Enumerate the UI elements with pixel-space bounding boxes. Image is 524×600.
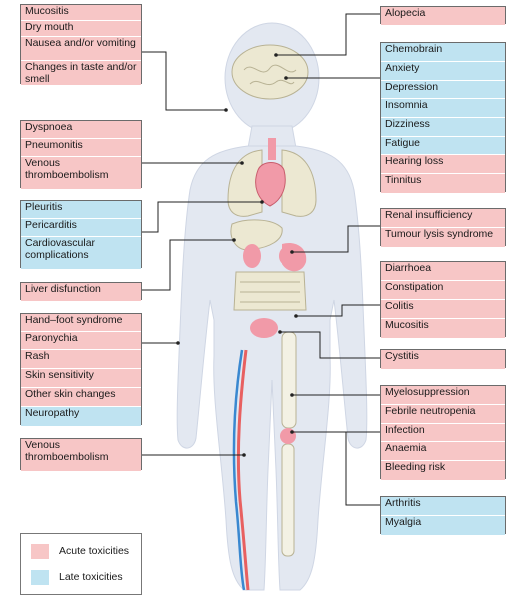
label-arthritis: Arthritis	[381, 497, 505, 516]
label-febrile-neutropenia: Febrile neutropenia	[381, 405, 505, 424]
leg-artery	[236, 349, 250, 591]
label-dry-mouth: Dry mouth	[21, 21, 141, 37]
box-oral-toxicities: Mucositis Dry mouth Nausea and/or vomiti…	[20, 4, 142, 85]
box-leg-vein-toxicities: Venous thromboembolism	[20, 438, 142, 471]
label-taste-smell: Changes in taste and/or smell	[21, 61, 141, 85]
bladder-organ	[250, 318, 278, 338]
legend: Acute toxicities Late toxicities	[20, 533, 142, 595]
label-paronychia: Paronychia	[21, 332, 141, 350]
legend-label-late: Late toxicities	[59, 571, 123, 583]
label-cystitis: Cystitis	[381, 350, 505, 369]
label-diarrhoea: Diarrhoea	[381, 262, 505, 281]
label-depression: Depression	[381, 81, 505, 99]
intestines-organ	[233, 271, 307, 311]
label-colitis: Colitis	[381, 300, 505, 319]
box-lung-toxicities: Dyspnoea Pneumonitis Venous thromboembol…	[20, 120, 142, 189]
label-insomnia: Insomnia	[381, 99, 505, 118]
legend-label-acute: Acute toxicities	[59, 545, 130, 557]
box-liver-toxicities: Liver disfunction	[20, 282, 142, 301]
box-marrow-toxicities: Myelosuppression Febrile neutropenia Inf…	[380, 385, 506, 480]
label-mucositis-gi: Mucositis	[381, 319, 505, 338]
label-nausea-vomiting: Nausea and/or vomiting	[21, 37, 141, 61]
legend-swatch-late	[31, 570, 49, 585]
leg-bones	[280, 331, 297, 557]
box-skin-toxicities: Hand–foot syndrome Paronychia Rash Skin …	[20, 313, 142, 426]
box-hair-toxicities: Alopecia	[380, 6, 506, 25]
label-myelosuppression: Myelosuppression	[381, 386, 505, 405]
trachea	[268, 138, 276, 160]
label-chemobrain: Chemobrain	[381, 43, 505, 62]
label-fatigue: Fatigue	[381, 137, 505, 155]
box-bladder-toxicities: Cystitis	[380, 349, 506, 369]
liver-organ	[230, 219, 283, 251]
label-venous-thromboembolism-lung: Venous thromboembolism	[21, 157, 141, 189]
label-venous-thromboembolism-leg: Venous thromboembolism	[21, 439, 141, 471]
label-hand-foot-syndrome: Hand–foot syndrome	[21, 314, 141, 332]
label-constipation: Constipation	[381, 281, 505, 300]
label-liver-disfunction: Liver disfunction	[21, 283, 141, 301]
brain-organ	[231, 44, 309, 100]
label-mucositis: Mucositis	[21, 5, 141, 21]
label-other-skin-changes: Other skin changes	[21, 388, 141, 407]
box-neuro-toxicities: Chemobrain Anxiety Depression Insomnia D…	[380, 42, 506, 193]
leg-vein	[232, 349, 246, 591]
lungs-organ	[227, 149, 317, 217]
label-pneumonitis: Pneumonitis	[21, 139, 141, 157]
label-hearing-loss: Hearing loss	[381, 155, 505, 174]
label-dyspnoea: Dyspnoea	[21, 121, 141, 139]
label-anaemia: Anaemia	[381, 442, 505, 461]
box-renal-toxicities: Renal insufficiency Tumour lysis syndrom…	[380, 208, 506, 247]
label-pleuritis: Pleuritis	[21, 201, 141, 219]
label-bleeding-risk: Bleeding risk	[381, 461, 505, 480]
box-musculoskeletal-toxicities: Arthritis Myalgia	[380, 496, 506, 535]
label-infection: Infection	[381, 424, 505, 442]
box-cardiac-toxicities: Pleuritis Pericarditis Cardiovascular co…	[20, 200, 142, 269]
box-gi-toxicities: Diarrhoea Constipation Colitis Mucositis	[380, 261, 506, 338]
label-tumour-lysis-syndrome: Tumour lysis syndrome	[381, 228, 505, 247]
label-myalgia: Myalgia	[381, 516, 505, 535]
label-cardiovascular-complications: Cardiovascular complications	[21, 237, 141, 269]
label-neuropathy: Neuropathy	[21, 407, 141, 426]
kidney-right	[279, 247, 293, 265]
label-anxiety: Anxiety	[381, 62, 505, 81]
label-alopecia: Alopecia	[381, 7, 505, 25]
label-renal-insufficiency: Renal insufficiency	[381, 209, 505, 228]
label-dizziness: Dizziness	[381, 118, 505, 137]
kidney-left	[243, 244, 261, 268]
label-skin-sensitivity: Skin sensitivity	[21, 369, 141, 388]
legend-swatch-acute	[31, 544, 49, 559]
heart-organ	[255, 162, 286, 207]
label-rash: Rash	[21, 350, 141, 369]
label-pericarditis: Pericarditis	[21, 219, 141, 237]
label-tinnitus: Tinnitus	[381, 174, 505, 193]
